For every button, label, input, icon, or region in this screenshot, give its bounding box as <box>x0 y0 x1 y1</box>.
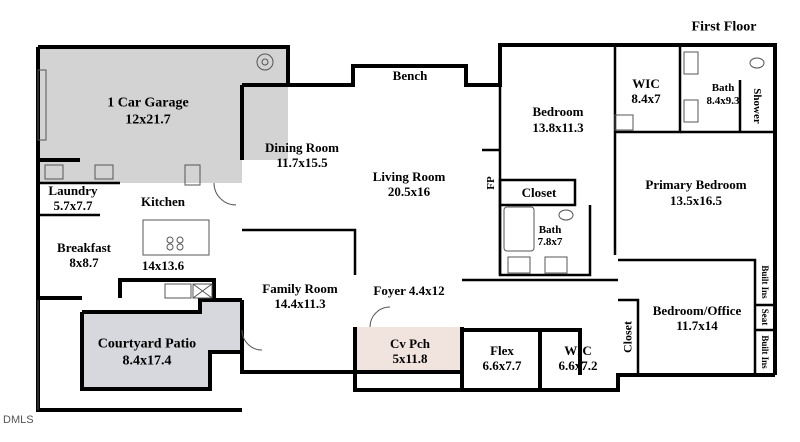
wall-family-top <box>242 228 357 275</box>
room-primary-bedroom-size: 13.5x16.5 <box>670 193 722 209</box>
vanity-primary-1 <box>683 51 699 75</box>
wall-office-closet <box>618 298 640 375</box>
feature-bench: Bench <box>392 68 428 84</box>
kitchen-island <box>142 219 210 256</box>
room-cv-pch-name: Cv Pch <box>389 336 431 352</box>
room-breakfast-name: Breakfast <box>57 240 111 256</box>
toilet-hall <box>558 209 574 221</box>
room-wic-lower-size: 6.6x7.2 <box>558 358 598 374</box>
room-bath-primary-name: Bath <box>711 82 735 95</box>
kitchen-fridge <box>184 164 201 186</box>
cv-pch-fill <box>355 327 462 372</box>
feature-built-ins-bottom: Built Ins <box>760 335 770 369</box>
room-family-size: 14.4x11.3 <box>274 296 326 312</box>
room-shower-name: Shower <box>751 88 763 124</box>
room-wic-upper-name: WIC <box>632 76 660 92</box>
cooktop-4 <box>176 243 184 251</box>
door-swing-courtyard <box>241 329 263 351</box>
room-courtyard-name: Courtyard Patio <box>97 336 197 352</box>
wall-kitchen-counter <box>118 278 216 298</box>
vanity-primary-2 <box>683 99 699 123</box>
room-primary-bedroom-name: Primary Bedroom <box>645 177 747 193</box>
room-laundry-name: Laundry <box>48 183 98 199</box>
door-swing-foyer <box>369 306 391 328</box>
kitchen-sink <box>164 283 192 299</box>
room-courtyard-size: 8.4x17.4 <box>122 353 172 369</box>
room-wic-upper-size: 8.4x7 <box>631 91 661 107</box>
room-flex-name: Flex <box>490 343 514 359</box>
cooktop-1 <box>166 236 174 244</box>
laundry-washer <box>44 164 64 180</box>
feature-built-ins-top: Built Ins <box>760 265 770 299</box>
room-flex-size: 6.6x7.7 <box>482 358 522 374</box>
wall-courtyard-top <box>82 298 242 314</box>
room-bath-primary-size: 8.4x9.3 <box>706 95 740 108</box>
cooktop-2 <box>176 236 184 244</box>
wall-office <box>618 258 757 375</box>
bathtub <box>503 206 535 252</box>
wall-courtyard <box>80 312 242 391</box>
door-swing-garage <box>213 182 237 206</box>
room-bedroom-office-name: Bedroom/Office <box>652 303 742 319</box>
room-family-name: Family Room <box>262 281 338 297</box>
room-dining-size: 11.7x15.5 <box>276 155 328 171</box>
floor-title: First Floor <box>691 19 757 35</box>
room-living-size: 20.5x16 <box>387 184 431 200</box>
room-garage-name: 1 Car Garage <box>107 95 189 111</box>
wall-bath-hall <box>498 205 592 277</box>
room-kitchen-size: 14x13.6 <box>141 258 185 274</box>
wall-laundry <box>36 183 100 217</box>
room-closet-office-name: Closet <box>620 321 635 353</box>
watermark: DMLS <box>3 414 34 426</box>
room-wic-lower-name: WIC <box>564 343 592 359</box>
feature-fp: FP <box>485 176 497 190</box>
room-bedroom-name: Bedroom <box>532 104 584 120</box>
dishwasher <box>192 283 213 299</box>
room-cv-pch-size: 5x11.8 <box>392 351 428 367</box>
wall-outer-west <box>38 43 777 375</box>
room-dining-name: Dining Room <box>264 140 340 156</box>
laundry-dryer <box>94 164 114 180</box>
room-bath-hall-name: Bath <box>538 224 562 237</box>
garage-fill <box>38 47 288 183</box>
wall-south-center <box>240 300 462 374</box>
room-laundry-size: 5.7x7.7 <box>53 198 93 214</box>
closet-wall <box>498 178 577 207</box>
room-bath-hall-size: 7.8x7 <box>537 236 563 249</box>
water-heater <box>256 53 274 71</box>
wall-east-lower <box>462 373 775 392</box>
room-breakfast-size: 8x8.7 <box>69 255 99 271</box>
courtyard-fill <box>82 300 242 389</box>
vanity-hall-2 <box>544 256 568 274</box>
room-bedroom-office-size: 11.7x14 <box>676 318 718 334</box>
feature-seat: Seat <box>760 308 770 326</box>
room-garage-size: 12x21.7 <box>125 112 171 128</box>
room-closet-name: Closet <box>521 185 557 201</box>
vanity-hall-1 <box>507 256 531 274</box>
room-foyer-name: Foyer 4.4x12 <box>373 283 445 299</box>
room-kitchen-name: Kitchen <box>140 194 186 210</box>
water-heater-inner <box>261 58 269 66</box>
toilet-primary <box>749 57 765 69</box>
cooktop-3 <box>166 243 174 251</box>
dishwasher-x2 <box>192 283 213 299</box>
room-living-name: Living Room <box>372 169 446 185</box>
wall-cv-pch <box>353 327 464 392</box>
room-bedroom-size: 13.8x11.3 <box>532 120 584 136</box>
wic-shelf <box>614 114 634 131</box>
wall-wic-lower <box>540 328 582 375</box>
